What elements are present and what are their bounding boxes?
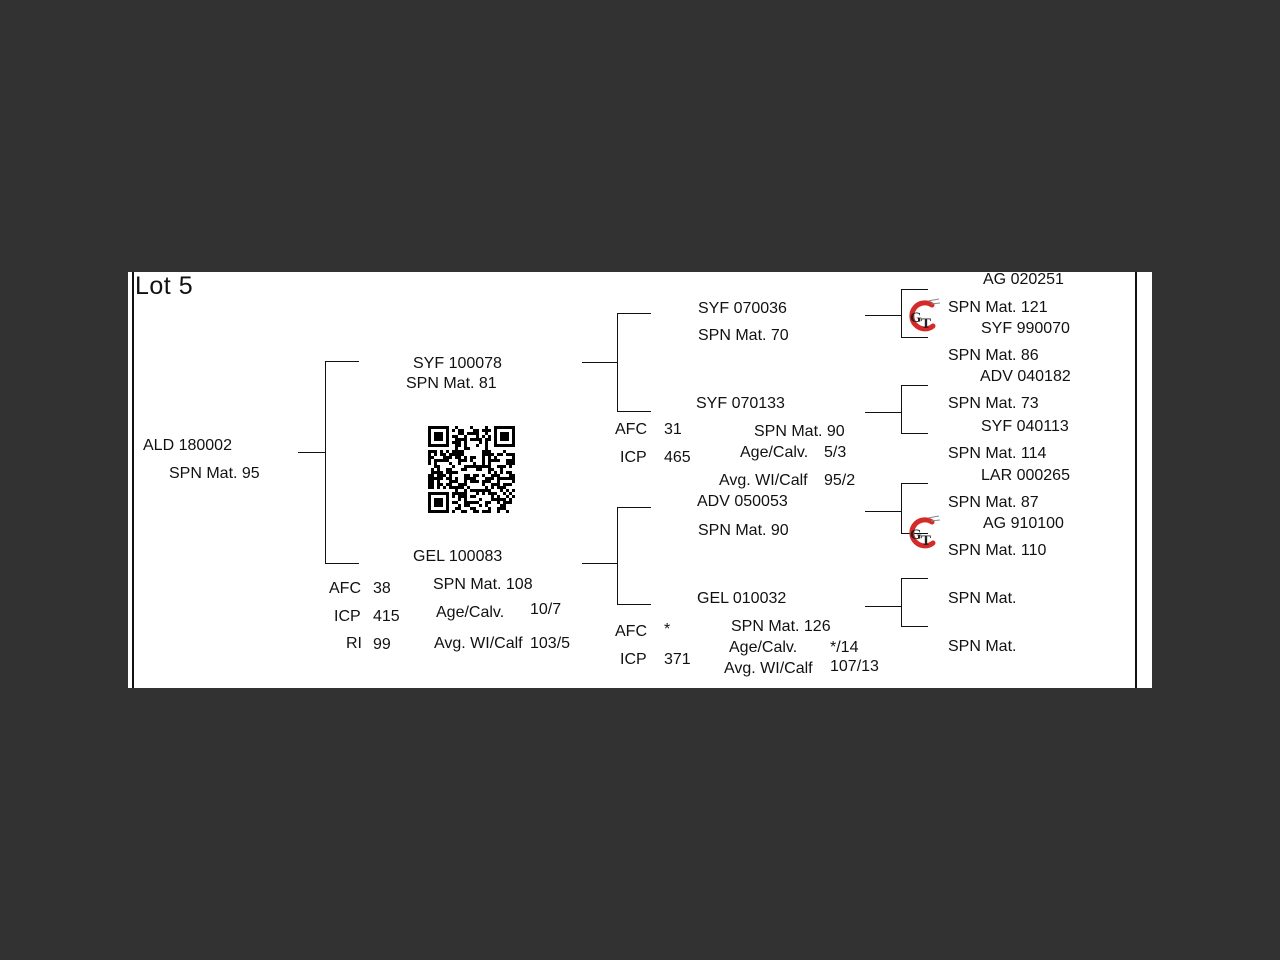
animal-id: ALD 180002 — [143, 437, 232, 454]
gen4-spn: SPN Mat. 86 — [948, 347, 1039, 364]
connector-line — [617, 507, 651, 508]
connector-line — [901, 289, 902, 338]
connector-line — [901, 578, 928, 579]
dam-afc-label: AFC — [329, 580, 361, 597]
ds-spn: SPN Mat. 90 — [698, 522, 789, 539]
connector-line — [901, 289, 928, 290]
dam-spn: SPN Mat. 108 — [433, 576, 533, 593]
connector-line — [901, 385, 902, 434]
svg-text:G: G — [910, 527, 922, 543]
gen4-spn: SPN Mat. 114 — [948, 445, 1047, 462]
qr-code-icon — [428, 426, 515, 513]
gen4-id: AG 910100 — [983, 515, 1064, 532]
gen4-id: AG 020251 — [983, 272, 1064, 288]
gen4-spn: SPN Mat. 110 — [948, 542, 1047, 559]
dam-icp-value: 415 — [373, 608, 400, 625]
sd-icp-value: 465 — [664, 449, 691, 466]
connector-line — [865, 315, 901, 316]
sd-avg-value: 95/2 — [824, 472, 856, 489]
connector-line — [325, 361, 326, 564]
connector-line — [617, 313, 651, 314]
gen4-id: ADV 040182 — [980, 368, 1071, 385]
svg-text:T: T — [921, 533, 931, 549]
sd-age-value: 5/3 — [824, 444, 847, 461]
ds-id: ADV 050053 — [697, 493, 788, 510]
connector-line — [865, 412, 901, 413]
dam-age-value: 10/7 — [530, 601, 562, 618]
dd-avg-label: Avg. WI/Calf — [724, 660, 813, 677]
connector-line — [865, 511, 901, 512]
connector-line — [901, 533, 928, 534]
sd-spn: SPN Mat. 90 — [754, 423, 845, 440]
connector-line — [325, 563, 359, 564]
lot-title: Lot 5 — [135, 272, 194, 300]
gen4-spn: SPN Mat. — [948, 590, 1017, 607]
connector-line — [901, 433, 928, 434]
dd-avg-value: 107/13 — [830, 658, 879, 675]
connector-line — [901, 483, 928, 484]
connector-line — [901, 483, 902, 534]
sd-age-label: Age/Calv. — [740, 444, 809, 461]
dd-afc-label: AFC — [615, 623, 647, 640]
ss-id: SYF 070036 — [698, 300, 787, 317]
dam-afc-value: 38 — [373, 580, 391, 597]
gen4-spn: SPN Mat. 87 — [948, 494, 1039, 511]
connector-line — [325, 361, 359, 362]
dam-ri-value: 99 — [373, 636, 391, 653]
dam-ri-label: RI — [346, 635, 362, 652]
sire-spn: SPN Mat. 81 — [406, 375, 497, 392]
ss-spn: SPN Mat. 70 — [698, 327, 789, 344]
dam-age-label: Age/Calv. — [436, 604, 505, 621]
sire-id: SYF 100078 — [413, 355, 502, 372]
dd-id: GEL 010032 — [697, 590, 787, 607]
sd-afc-value: 31 — [664, 421, 682, 438]
gen4-id: LAR 000265 — [981, 467, 1070, 484]
dd-age-label: Age/Calv. — [729, 639, 798, 656]
gen4-spn: SPN Mat. 121 — [948, 299, 1048, 316]
connector-line — [901, 578, 902, 627]
dam-avg-value: 103/5 — [530, 635, 571, 652]
animal-spn: SPN Mat. 95 — [169, 465, 260, 482]
dd-age-value: */14 — [830, 639, 859, 656]
gen4-id: SYF 040113 — [981, 418, 1069, 435]
connector-line — [617, 313, 618, 412]
sd-avg-label: Avg. WI/Calf — [719, 472, 808, 489]
connector-line — [298, 452, 325, 453]
connector-line — [617, 411, 651, 412]
connector-line — [582, 362, 617, 363]
svg-text:T: T — [921, 316, 931, 332]
connector-line — [901, 337, 928, 338]
gt-logo-icon: G T — [909, 515, 941, 549]
gen4-spn: SPN Mat. 73 — [948, 395, 1039, 412]
pedigree-sheet: Lot 5 ALD 180002 SPN Mat. 95 SYF 100078 … — [128, 272, 1152, 688]
sd-icp-label: ICP — [620, 449, 647, 466]
sd-id: SYF 070133 — [696, 395, 785, 412]
connector-line — [617, 507, 618, 605]
connector-line — [582, 563, 617, 564]
dam-icp-label: ICP — [334, 608, 361, 625]
connector-line — [901, 626, 928, 627]
gen4-id: SYF 990070 — [981, 320, 1070, 337]
right-border — [1135, 272, 1137, 688]
connector-line — [865, 606, 901, 607]
connector-line — [901, 385, 928, 386]
dd-icp-value: 371 — [664, 651, 691, 668]
dam-avg-label: Avg. WI/Calf — [434, 635, 523, 652]
gen4-spn: SPN Mat. — [948, 638, 1017, 655]
dam-id: GEL 100083 — [413, 548, 503, 565]
svg-text:G: G — [910, 310, 922, 326]
gt-logo-icon: G T — [909, 298, 941, 332]
left-border — [132, 272, 134, 688]
dd-spn: SPN Mat. 126 — [731, 618, 831, 635]
dd-icp-label: ICP — [620, 651, 647, 668]
dd-afc-value: * — [664, 621, 671, 638]
sd-afc-label: AFC — [615, 421, 647, 438]
connector-line — [617, 604, 651, 605]
